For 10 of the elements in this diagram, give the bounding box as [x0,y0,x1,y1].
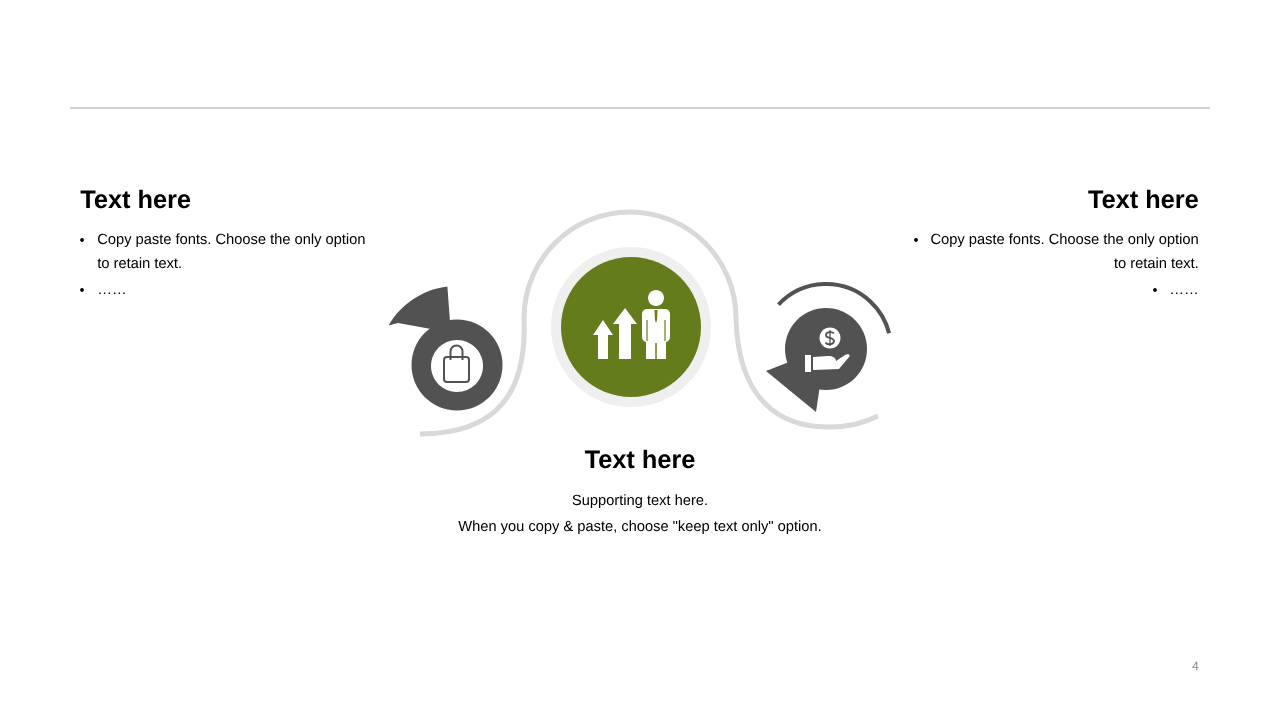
bullet-text: Copy paste fonts. Choose the only option to retain text. [97,233,365,269]
heading: Text here [1088,189,1198,209]
page-number: 4 [1192,661,1199,670]
body-text: Supporting text here. [572,494,707,508]
heading: Text here [584,449,695,469]
bullet-text: …… [99,292,125,294]
heading: Text here [80,189,191,209]
body-text: When you copy & paste, choose "keep text only" option. [458,520,821,534]
bullet-text: …… [1171,292,1197,294]
bullet-text: Copy paste fonts. Choose the only option to retain text. [931,233,1198,269]
